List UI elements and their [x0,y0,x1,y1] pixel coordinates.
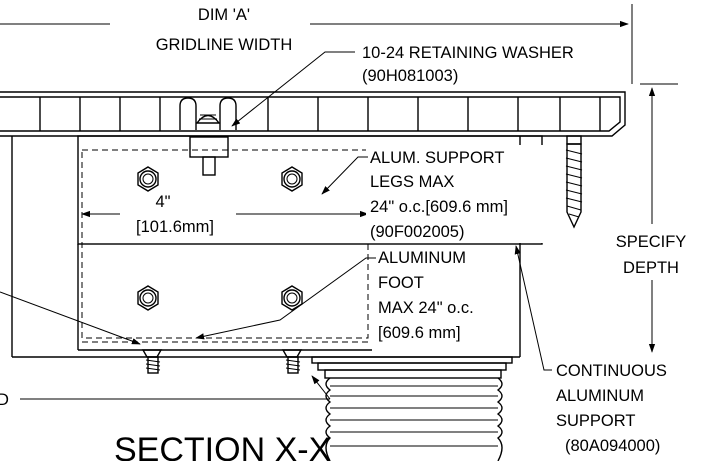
continuous-part-number: (80A094000) [565,437,660,455]
gridline-channel [0,91,626,137]
foot-dimension: [609.6 mm] [378,324,461,342]
retaining-washer [179,97,237,176]
washer-leader [231,51,355,127]
drain-fitting [311,356,513,461]
dim-a-sublabel: GRIDLINE WIDTH [156,36,293,54]
nut-upper-right [281,166,303,192]
nut-lower-left [137,285,159,311]
foot-leader [195,247,496,345]
aluminum-support-leg [81,149,369,343]
leveling-screw-left [141,349,163,374]
support-legs-label: ALUM. SUPPORT [370,149,504,167]
support-legs-leader [321,145,546,243]
continuous-sublabel: ALUMINUM [556,387,644,405]
washer-label: 10-24 RETAINING WASHER [362,44,574,62]
width-mm: [101.6mm] [136,218,214,236]
foot-spacing: MAX 24" o.c. [378,299,474,317]
nut-lower-right [281,285,303,311]
support-legs-dimension: 24" o.c.[609.6 mm] [370,198,508,216]
nut-upper-left [137,166,159,192]
right-anchor-screw [565,135,583,229]
continuous-support-leader [514,245,552,371]
dim-a-dimension [0,0,633,84]
width-inches: 4" [155,193,170,211]
leveling-screw-right [281,349,303,374]
dim-a-label: DIM 'A' [198,6,250,24]
continuous-sublabel-2: SUPPORT [556,412,635,430]
support-legs-spacing: LEGS MAX [370,173,454,191]
foot-sublabel: FOOT [378,274,424,292]
washer-part-number: (90H081003) [362,67,458,85]
foot-label: ALUMINUM [378,249,466,267]
depth-sublabel: DEPTH [623,259,679,277]
depth-label: SPECIFY [616,233,687,251]
depth-dimension [640,83,678,353]
continuous-label: CONTINUOUS [556,362,667,380]
left-cut-label: D [0,391,9,409]
support-legs-part-number: (90F002005) [370,223,464,241]
left-leaders [0,291,331,400]
section-title: SECTION X-X [114,431,331,461]
